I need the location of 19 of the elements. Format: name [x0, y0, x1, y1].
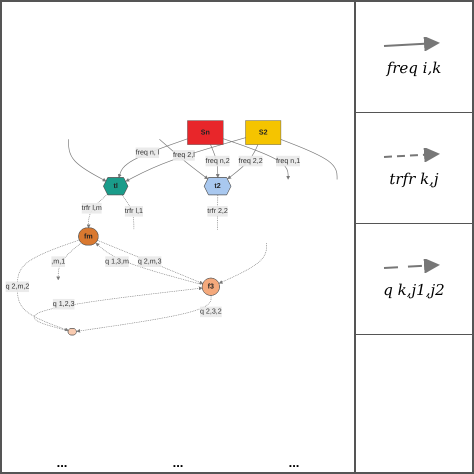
- connector: [280, 138, 338, 180]
- arrow: [56, 242, 82, 280]
- ellipsis-text: ...: [288, 455, 300, 470]
- connector: [122, 194, 134, 230]
- arrow: [159, 138, 208, 179]
- legend-text: trfr k,j: [389, 170, 439, 188]
- arrow: [118, 138, 188, 178]
- arrow: [218, 242, 267, 284]
- ellipsis-text: ...: [172, 455, 184, 470]
- ellipsis-text: ...: [56, 455, 68, 470]
- arrow: [76, 295, 212, 332]
- arrow: [125, 137, 246, 182]
- legend-text: q k,j1,j2: [383, 281, 445, 299]
- arrow: [86, 194, 108, 228]
- arrow: [34, 286, 203, 331]
- legend-text: freq i,k: [386, 59, 442, 77]
- arrow: [68, 138, 106, 182]
- arrow: [17, 239, 80, 331]
- connector: [217, 194, 218, 230]
